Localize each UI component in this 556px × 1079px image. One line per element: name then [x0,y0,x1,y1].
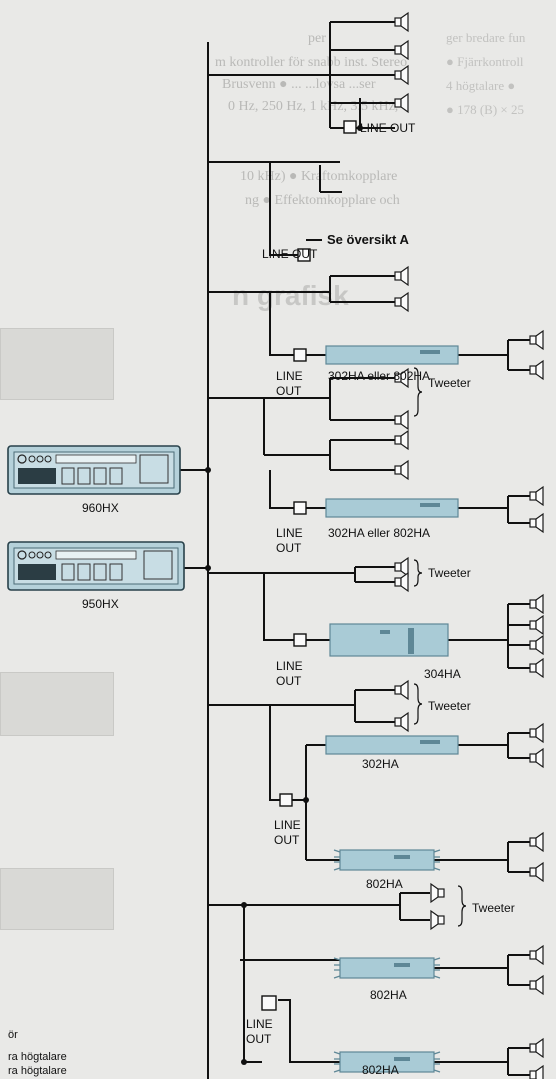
line-out-label-1: LINE OUT [360,121,416,135]
line-label-3: LINE [276,369,303,383]
line-out-label-2: LINE OUT [262,247,318,261]
amp-302-label: 302HA [362,757,399,771]
se-oversikt-label: Se översikt A [327,232,409,247]
line-label-7: LINE [276,659,303,673]
bg-line-1: per [308,31,326,46]
junction-dots [205,125,363,1065]
head-unit-950hx [7,541,185,591]
amp-802-label-a: 802HA [366,877,403,891]
wires [180,21,530,1079]
speaker-group-11 [529,945,544,1079]
line-out-connectors [261,120,357,1011]
tweeter-label-4: Tweeter [472,901,515,915]
line-label-5: LINE [276,526,303,540]
line-label-11: LINE [246,1017,273,1031]
left-note-2: ra högtalare [8,1051,67,1063]
bg-line-6: ng ● Effektomkopplare och [245,193,400,208]
bg-right-3: 4 högtalare ● [446,78,516,93]
bg-panel-1 [0,328,114,400]
speaker-group-1 [394,12,409,113]
out-label-11: OUT [246,1032,272,1046]
amplifier-302 [325,735,459,755]
tweeter-label-3: Tweeter [428,699,471,713]
tweeter-label-2: Tweeter [428,566,471,580]
speaker-group-6 [394,557,409,592]
speaker-group-5 [529,486,544,533]
amp-304-label: 304HA [424,667,461,681]
bg-right-2: ● Fjärrkontroll [446,54,524,69]
amplifier-302-802-b [325,498,459,518]
bg-panel-3 [0,868,114,930]
speaker-group-4 [394,368,409,480]
bg-panel-2 [0,672,114,736]
head-unit-960hx [7,445,181,495]
amplifier-802-c [333,1051,441,1073]
tweeter-braces [413,367,467,927]
left-note-1: ör [8,1029,18,1041]
bg-line-3: Brusvenn ● ... ...lovsa ...ser [222,77,376,92]
bg-right-1: ger bredare fun [446,30,526,45]
amplifier-802-a [333,849,441,871]
bg-line-5: 10 kHz) ● Kraftomkopplare [240,169,398,184]
amplifier-302-802-a [325,345,459,365]
out-label-9: OUT [274,833,300,847]
amp-302-802-label-b: 302HA eller 802HA [328,526,431,540]
amplifier-304 [329,623,449,657]
speaker-group-9 [529,723,544,882]
amp-802-label-c: 802HA [362,1063,399,1077]
bg-right-4: ● 178 (B) × 25 [446,102,525,117]
line-label-9: LINE [274,818,301,832]
tweeter-label-1: Tweeter [428,376,471,390]
speaker-group-7 [529,594,544,678]
amplifier-802-b [333,957,441,979]
head-unit-950-label: 950HX [82,597,119,611]
head-unit-960-label: 960HX [82,501,119,515]
bg-line-2: m kontroller för snabb inst. Stereo [215,55,408,70]
out-label-7: OUT [276,674,302,688]
amp-302-802-label-a: 302HA eller 802HA [328,369,431,383]
out-label-3: OUT [276,384,302,398]
speaker-group-8 [394,680,409,732]
out-label-5: OUT [276,541,302,555]
speaker-group-10 [430,883,445,930]
amp-802-label-b: 802HA [370,988,407,1002]
left-note-3: ra högtalare [8,1065,67,1077]
